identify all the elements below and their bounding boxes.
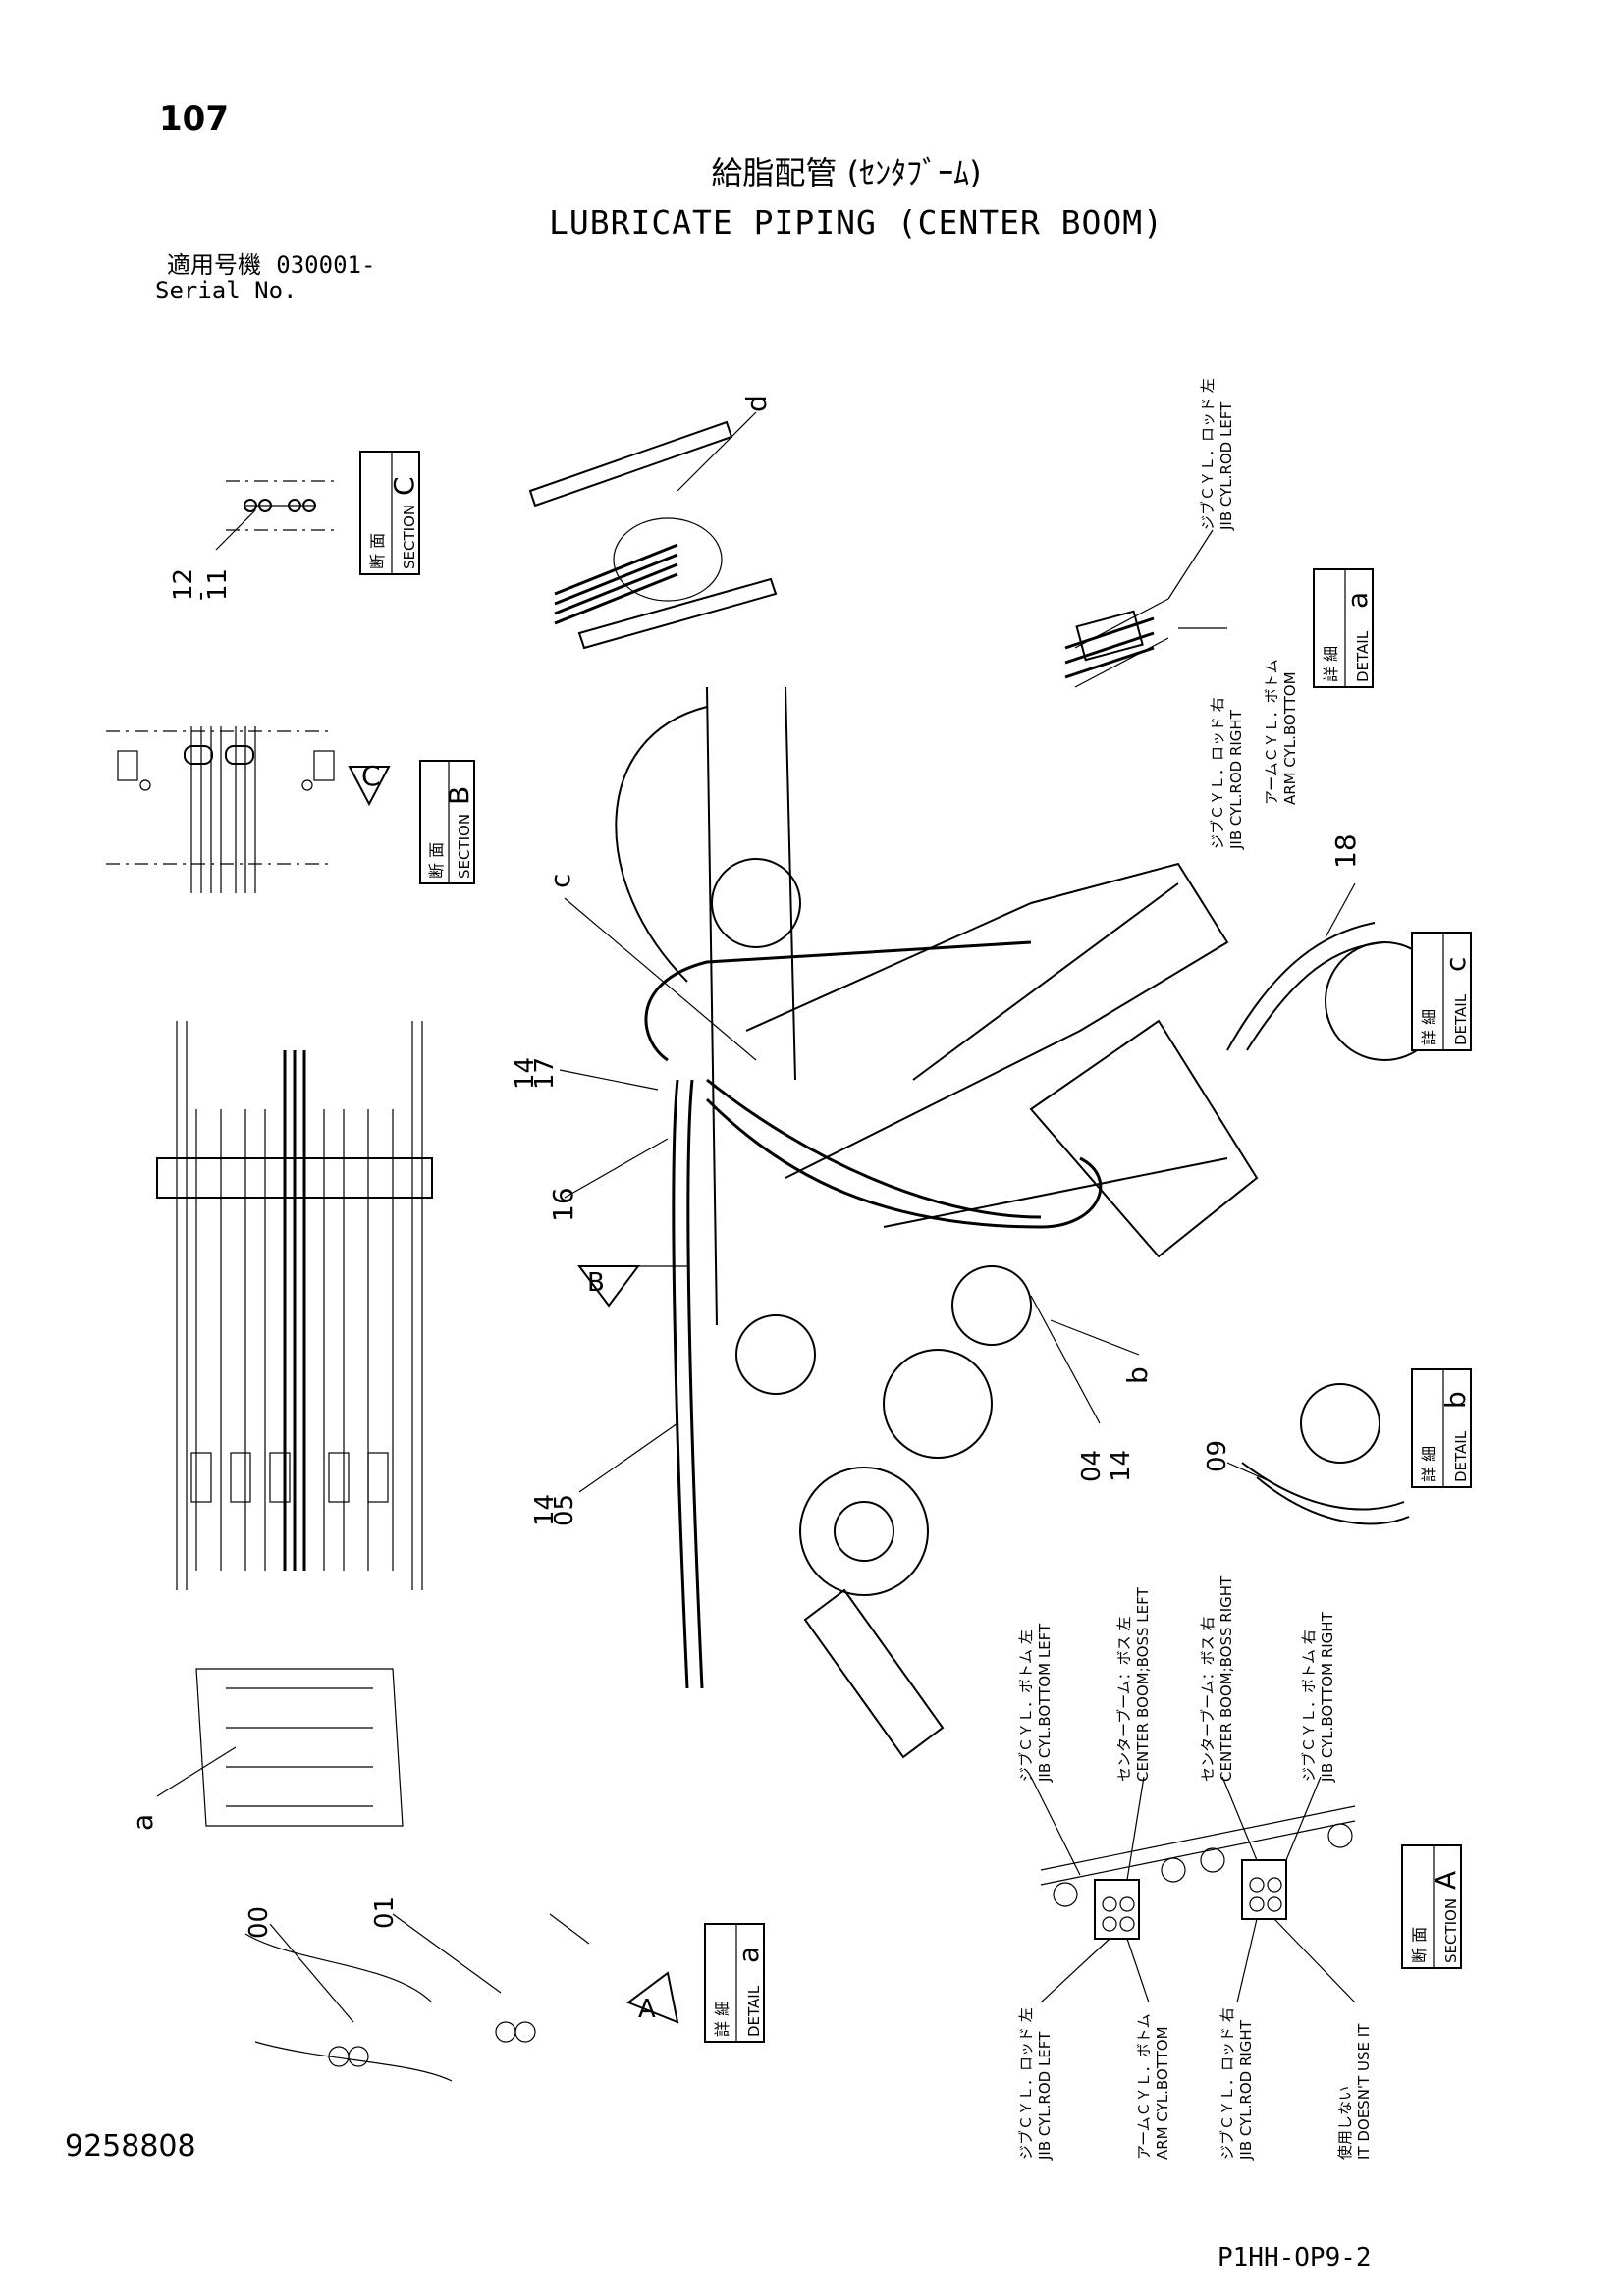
section-c-view [215,480,334,551]
callout-01: 01 [370,1896,400,1929]
view-arrow-c-letter: C [361,760,381,792]
label-jib-rod-right-bottom-jp: ジブＣＹＬ．ロッド 右 [1218,2007,1236,2160]
label-center-boss-right-jp: センターブーム：ボス 右 [1199,1617,1217,1782]
section-a-en: SECTION [1442,1898,1460,1963]
detail-b-letter: b [1439,1391,1472,1409]
callout-12-11: 12 - 11 [169,568,233,601]
label-jib-rod-left-jp: ジブＣＹＬ．ロッド 左 [1199,378,1217,530]
section-a-top-port-labels: ジブＣＹＬ．ボトム 左 JIB CYL.BOTTOM LEFT センターブーム：… [1017,1575,1336,1783]
callout-b: b [1121,1366,1154,1384]
label-center-boss-left-jp: センターブーム：ボス 左 [1115,1617,1133,1782]
arm-assembly-view [156,1021,433,1590]
label-jib-rod-right-en: JIB CYL.ROD RIGHT [1227,709,1245,850]
section-b-letter: B [443,786,475,805]
detail-b-jp: 詳 細 [1420,1446,1438,1482]
callout-14-right: 14 [1107,1450,1136,1482]
detail-a-top-view [1064,529,1227,688]
section-a-bottom-port-labels: ジブＣＹＬ．ロッド 左 JIB CYL.ROD LEFT アームＣＹＬ．ボトム … [1017,2007,1373,2161]
label-arm-bottom-en: ARM CYL.BOTTOM [1281,671,1299,805]
label-jib-rod-left-bottom-jp: ジブＣＹＬ．ロッド 左 [1017,2007,1035,2160]
section-a-jp: 断 面 [1410,1927,1429,1963]
detail-a-top-en: DETAIL [1354,630,1372,682]
callout-14-top: 14 [511,1057,540,1090]
serial-value: 030001- [276,251,376,279]
callout-09: 09 [1203,1440,1232,1472]
view-arrow-a-letter: A [638,1995,656,2024]
detail-b-view [1226,1383,1410,1525]
label-jib-bottom-left-jp: ジブＣＹＬ．ボトム 左 [1017,1629,1035,1782]
callout-05: 05 [550,1494,579,1526]
detail-c-letter: c [1439,957,1472,972]
serial-label-en: Serial No. [155,277,298,304]
callout-a: a [127,1814,159,1831]
detail-a-top-port-labels: ジブＣＹＬ．ロッド 左 JIB CYL.ROD LEFT ジブＣＹＬ．ロッド 右… [1199,378,1299,850]
label-not-used-jp: 使用しない [1336,2086,1354,2160]
detail-c-label-box: 詳 細 DETAIL c [1411,932,1472,1051]
label-jib-rod-right-jp: ジブＣＹＬ．ロッド 右 [1209,697,1226,849]
serial-label-jp: 適用号機 [167,251,261,279]
label-jib-rod-left-bottom-en: JIB CYL.ROD LEFT [1036,2031,1054,2161]
section-b-jp: 断 面 [427,842,446,879]
label-center-boss-right-en: CENTER BOOM;BOSS RIGHT [1218,1575,1235,1782]
view-arrow-b-letter: B [587,1268,605,1298]
callout-14-left: 14 [530,1494,560,1526]
callout-12: 12 [169,568,198,601]
section-b-label-box: 断 面 SECTION B [419,760,475,884]
detail-a-bottom-letter: a [732,1947,765,1963]
callout-04: 04 [1077,1450,1107,1482]
label-arm-bottom-bottom-jp: アームＣＹＬ．ボトム [1135,2013,1153,2160]
label-jib-bottom-right-jp: ジブＣＹＬ．ボトム 右 [1300,1629,1318,1782]
detail-c-en: DETAIL [1452,993,1470,1045]
section-c-label-box: 断 面 SECTION C [359,451,420,575]
section-a-label-box: 断 面 SECTION A [1401,1844,1462,1969]
label-arm-bottom-jp: アームＣＹＬ．ボトム [1263,659,1280,805]
label-jib-bottom-left-en: JIB CYL.BOTTOM LEFT [1036,1623,1054,1783]
section-c-jp: 断 面 [368,533,387,569]
detail-a-bottom-jp: 詳 細 [713,2001,731,2037]
callout-d: d [740,395,773,412]
view-arrow-b [577,1265,687,1308]
detail-a-bottom-en: DETAIL [745,1985,763,2037]
section-b-view [106,726,391,893]
page-number: 107 [159,99,229,138]
callout-c: c [544,874,576,888]
detail-c-jp: 詳 細 [1420,1009,1438,1045]
callout-11: 11 [203,568,233,601]
detail-b-en: DETAIL [1452,1430,1470,1482]
center-boom-main-view [549,686,1259,1945]
drawing-code: P1HH-OP9-2 [1218,2243,1372,2272]
pipe-detail-d [528,411,778,650]
section-a-view [1030,1776,1356,2003]
detail-a-top-label-box: 詳 細 DETAIL a [1313,568,1374,688]
callout-18: 18 [1329,833,1362,869]
serial-label: 適用号機 030001- [167,253,375,277]
document-number: 9258808 [65,2129,196,2163]
callout-16: 16 [547,1187,579,1222]
section-b-en: SECTION [456,814,473,879]
section-c-letter: C [388,476,420,496]
detail-a-top-letter: a [1341,592,1374,609]
section-c-en: SECTION [401,505,418,569]
detail-a-bottom-label-box: 詳 細 DETAIL a [704,1923,765,2043]
detail-b-label-box: 詳 細 DETAIL b [1411,1368,1472,1488]
section-a-letter: A [1430,1871,1462,1890]
label-center-boss-left-en: CENTER BOOM;BOSS LEFT [1134,1587,1152,1782]
callout-17: 17 [530,1057,560,1090]
label-not-used-en: IT DOESN'T USE IT [1355,2023,1373,2160]
title-japanese: 給脂配管 (ｾﾝﾀﾌﾞｰﾑ) [711,154,982,191]
detail-a-bottom-view [244,1913,679,2082]
label-jib-bottom-right-en: JIB CYL.BOTTOM RIGHT [1319,1611,1336,1783]
lower-left-hose-view [156,1668,404,1827]
callout-00: 00 [244,1906,274,1939]
label-jib-rod-left-en: JIB CYL.ROD LEFT [1218,401,1235,531]
callout-dash: - [186,592,215,601]
label-arm-bottom-bottom-en: ARM CYL.BOTTOM [1154,2026,1171,2160]
label-jib-rod-right-bottom-en: JIB CYL.ROD RIGHT [1237,2019,1255,2161]
detail-a-top-jp: 詳 細 [1322,646,1340,682]
title-english: LUBRICATE PIPING (CENTER BOOM) [548,203,1164,241]
